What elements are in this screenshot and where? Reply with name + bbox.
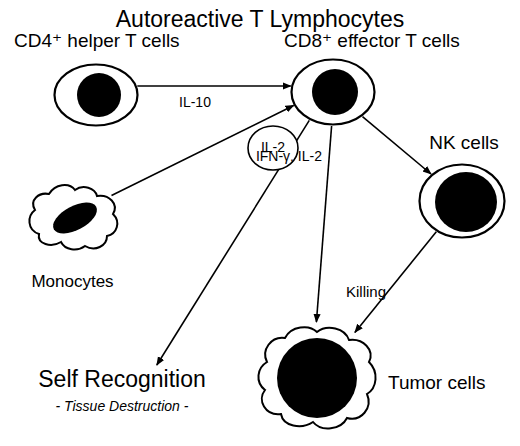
node-label: Self Recognition — [0, 366, 244, 392]
node-label: NK cells — [412, 132, 516, 154]
arrow-connector — [355, 232, 436, 333]
cell-node: CD8⁺ effector T cells — [290, 58, 376, 126]
node-sublabel: - Tissue Destruction - — [0, 398, 244, 414]
cell-node: CD4⁺ helper T cells — [53, 63, 139, 127]
outcome-node: Self Recognition- Tissue Destruction - — [22, 365, 222, 421]
arrow-connector — [363, 117, 432, 174]
cell-node: NK cells — [418, 163, 506, 239]
cell-outline — [418, 163, 506, 239]
cell-node: Tumor cells — [255, 322, 381, 432]
cell-outline — [53, 63, 139, 127]
edge-label: Killing — [330, 283, 386, 300]
node-label: Tumor cells — [388, 372, 518, 394]
edge-label: IL-10 — [160, 94, 230, 110]
cell-outline — [290, 58, 376, 126]
node-label: Monocytes — [0, 272, 145, 292]
edge-label: IFN-γ, IL-2 — [226, 148, 322, 164]
node-label: CD8⁺ effector T cells — [284, 30, 514, 52]
cell-node: Monocytes — [25, 180, 120, 252]
arrow-connector — [137, 85, 290, 87]
node-label: CD4⁺ helper T cells — [14, 30, 214, 52]
cell-outline — [25, 180, 120, 252]
cell-outline — [255, 322, 381, 432]
diagram-title: Autoreactive T Lymphocytes — [0, 6, 520, 32]
